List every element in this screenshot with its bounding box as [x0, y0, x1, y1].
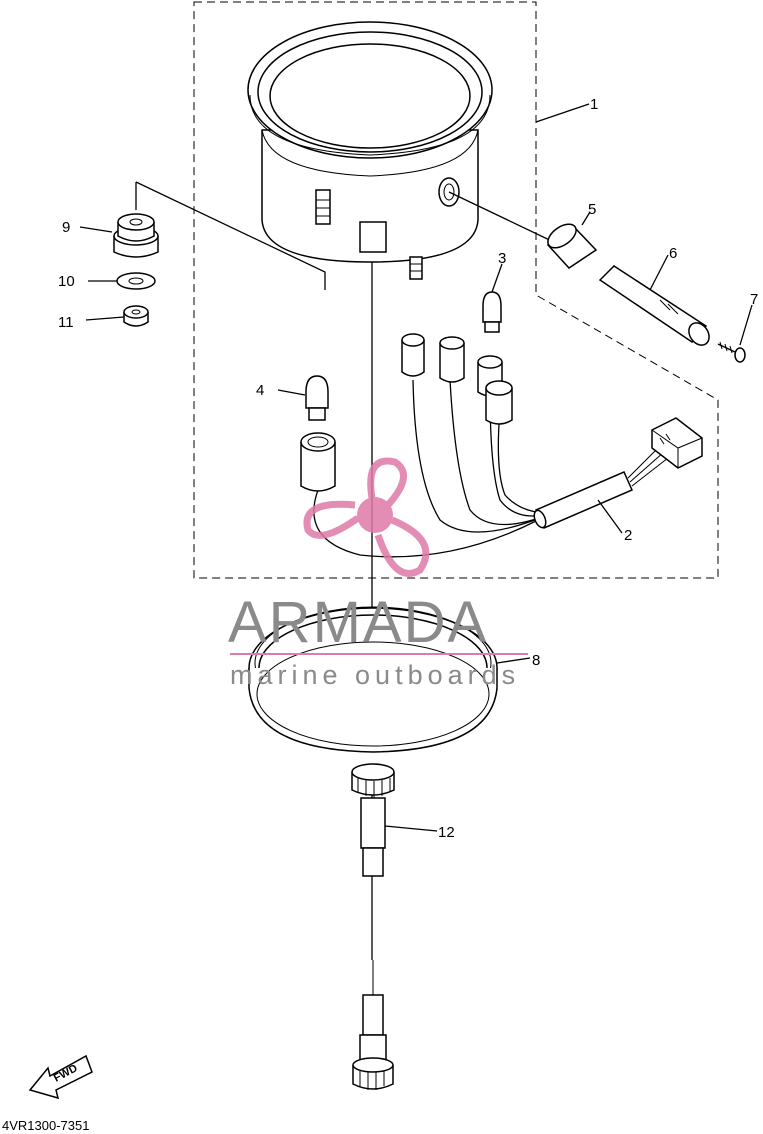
callout-5: 5: [588, 201, 596, 218]
speedometer-cable: [351, 763, 395, 1090]
collar: [546, 223, 598, 269]
fwd-arrow-icon: FWD: [28, 1054, 93, 1100]
callout-4: 4: [256, 382, 264, 399]
watermark-brand: ARMADA: [228, 590, 488, 655]
bulb-lower: [305, 375, 329, 421]
callout-12: 12: [438, 824, 455, 841]
ring-seal: [248, 606, 498, 753]
long-socket: [598, 265, 710, 346]
callout-3: 3: [498, 250, 506, 267]
callout-9: 9: [62, 219, 70, 236]
callout-6: 6: [669, 245, 677, 262]
meter-housing: [247, 21, 493, 280]
watermark-tagline: marine outboards: [230, 660, 520, 690]
callout-10: 10: [58, 273, 75, 290]
diagram-code: 4VR1300-7351: [2, 1118, 89, 1133]
callout-8: 8: [532, 652, 540, 669]
nut: [123, 305, 149, 327]
bulb-upper: [482, 291, 502, 333]
watermark-logo: [303, 457, 430, 577]
callout-1: 1: [590, 96, 598, 113]
grommet: [113, 213, 159, 258]
screw: [717, 341, 746, 363]
washer: [116, 272, 156, 290]
wire-harness: [300, 333, 703, 558]
assembly-boundary: [193, 1, 719, 579]
callout-2: 2: [624, 527, 632, 544]
callout-11: 11: [58, 314, 74, 331]
callout-7: 7: [750, 291, 758, 308]
